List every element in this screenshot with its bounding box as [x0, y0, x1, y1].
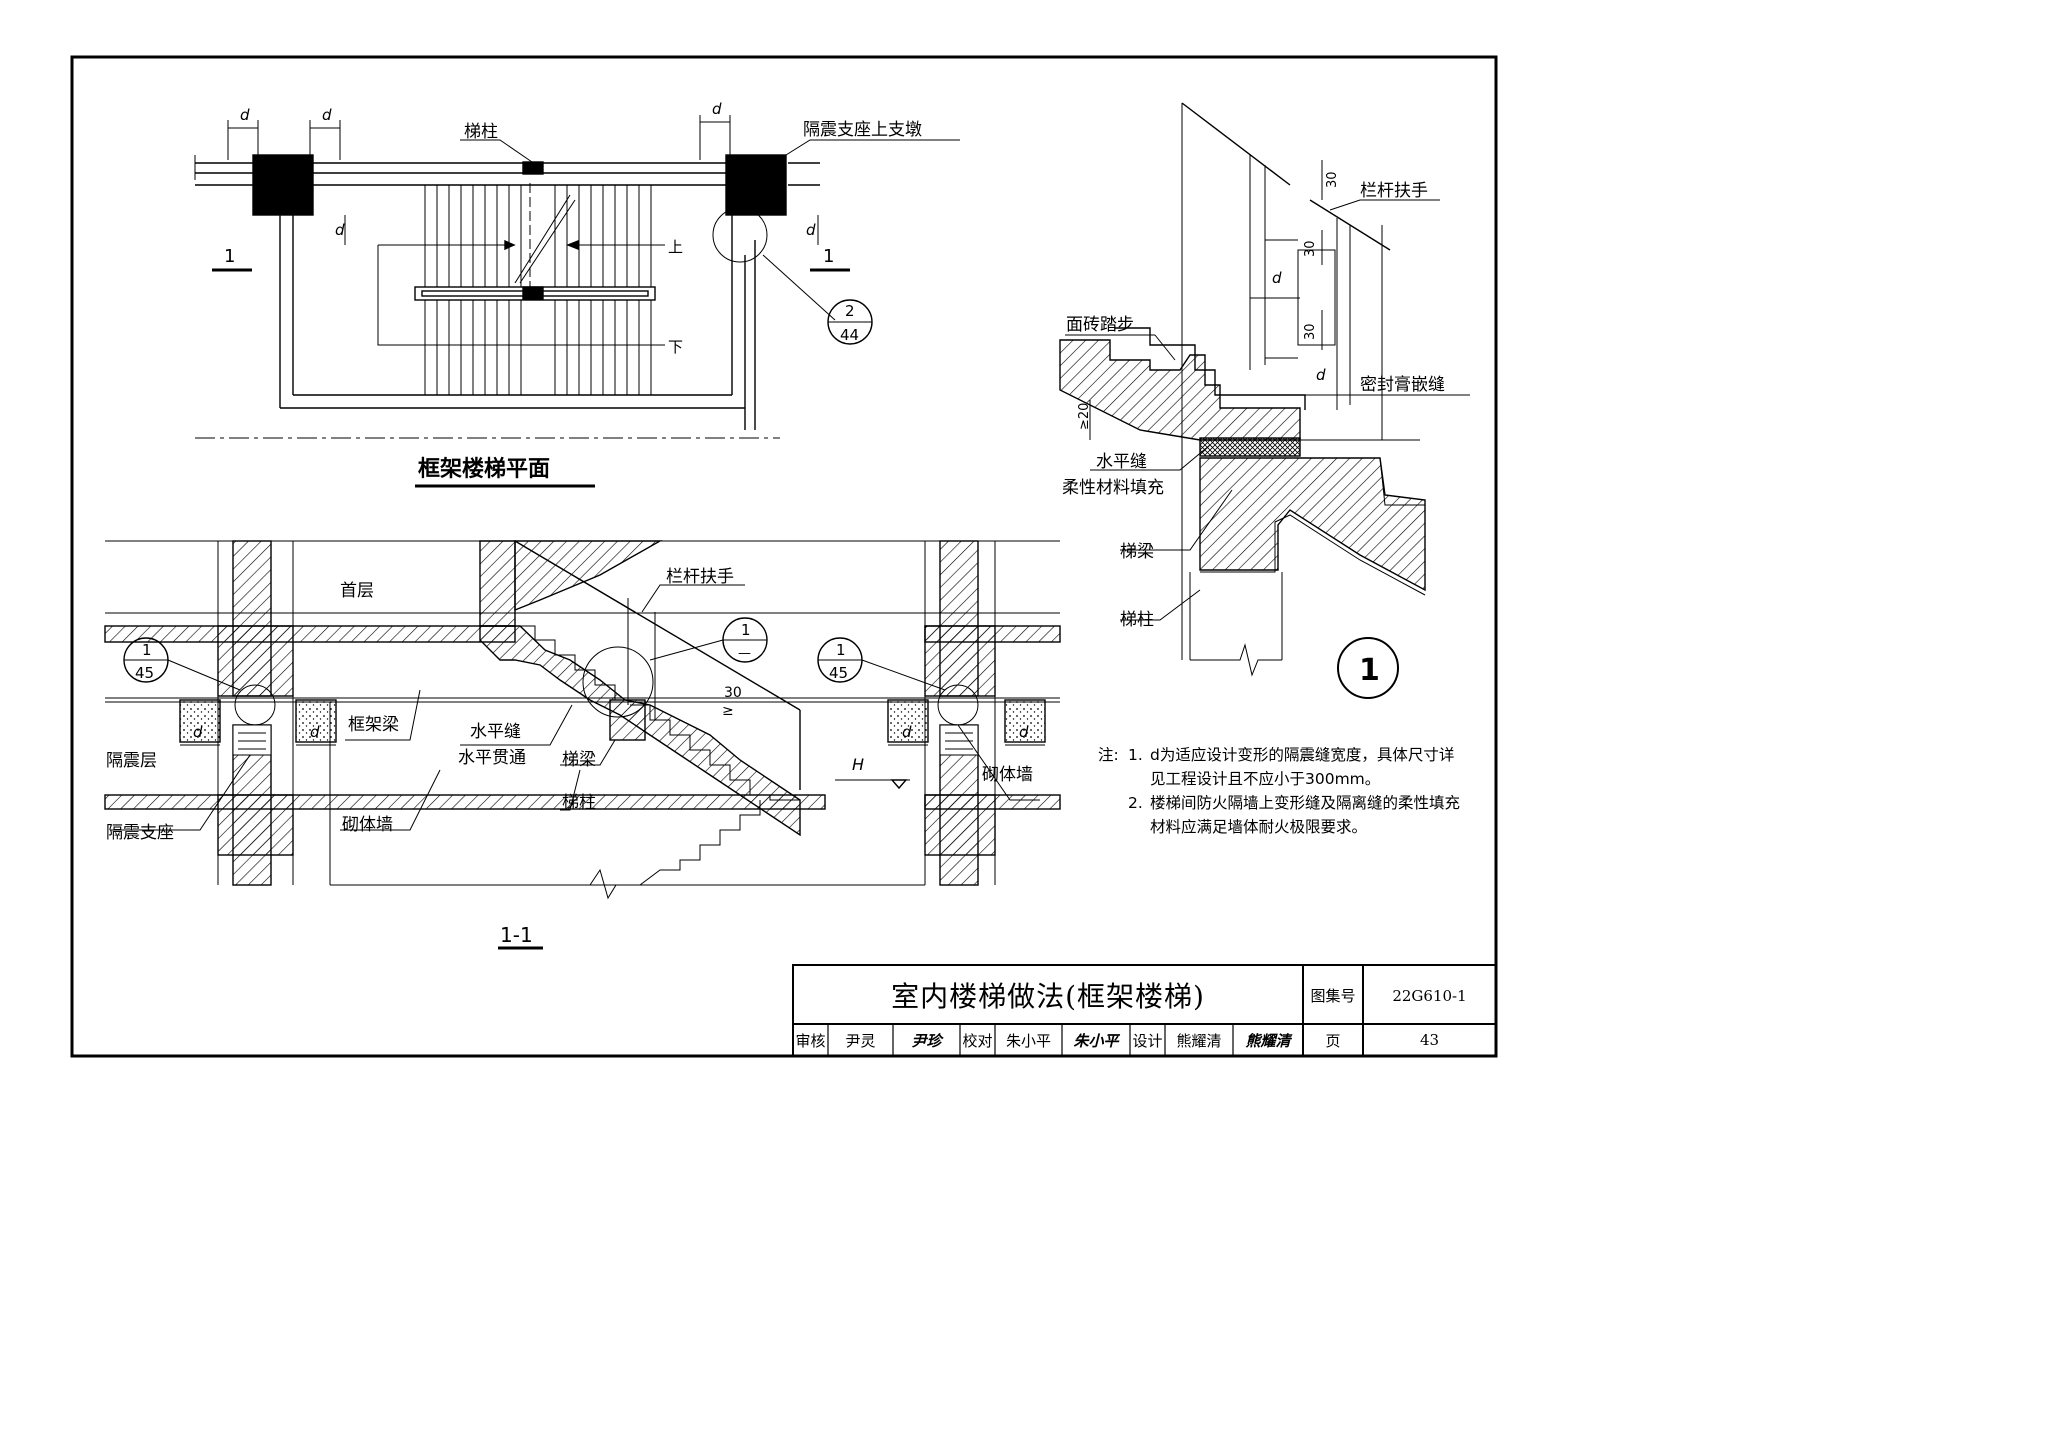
pier-right [725, 154, 787, 216]
section-label-first-floor: 首层 [340, 581, 374, 601]
plan-dim-d-3: d [712, 100, 722, 118]
note-1-num: 1. [1128, 746, 1143, 764]
section-ref-left-page: 45 [135, 664, 154, 682]
reviewer-name: 尹灵 [845, 1031, 876, 1050]
detail-label-flexible-fill: 柔性材料填充 [1062, 478, 1164, 498]
check-label: 校对 [962, 1031, 993, 1050]
notes-lead: 注: [1098, 746, 1119, 764]
detail-label-stair-beam: 梯梁 [1120, 542, 1154, 562]
plan-column-top [522, 161, 544, 175]
section-ref-left-num: 1 [142, 641, 152, 659]
plan-section-mark-right: 1 [823, 246, 834, 267]
sheet-frame [70, 55, 1498, 1058]
page-number: 43 [1419, 1031, 1440, 1049]
designer-signature: 熊耀清 [1245, 1031, 1291, 1050]
section-dim-d-3: d [902, 723, 912, 741]
drawing-sheet: d d d d d 梯柱 隔震支座上支墩 上 下 1 1 2 44 框架楼梯平面 [70, 55, 1498, 1058]
plan-dim-d-1: d [240, 106, 250, 124]
detail-dim-30-b: 30 [1303, 240, 1318, 257]
detail-dim-ge20: ≥20 [1077, 403, 1092, 430]
section-ref-right-num: 1 [836, 641, 846, 659]
section-label-horizontal-joint: 水平缝 [470, 722, 521, 742]
pier-left [252, 154, 314, 216]
detail-label-horizontal-joint: 水平缝 [1096, 452, 1147, 472]
section-label-railing: 栏杆扶手 [666, 567, 734, 587]
detail-label-stair-column: 梯柱 [1120, 610, 1154, 630]
design-label: 设计 [1132, 1031, 1163, 1050]
plan-label-column: 梯柱 [464, 122, 498, 142]
design-notes: 注: 1. d为适应设计变形的隔震缝宽度，具体尺寸详见工程设计且不应小于300m… [1098, 743, 1468, 839]
section-dim-d-4: d [1019, 723, 1029, 741]
section-label-masonry-wall-right: 砌体墙 [982, 765, 1033, 785]
plan-dim-d-4: d [335, 221, 345, 239]
checker-signature: 朱小平 [1073, 1031, 1119, 1050]
section-label-frame-beam: 框架梁 [348, 715, 399, 735]
section-ref-center-num: 1 [741, 621, 751, 639]
note-2-text: 楼梯间防火隔墙上变形缝及隔离缝的柔性填充材料应满足墙体耐火极限要求。 [1150, 794, 1461, 836]
note-1-text: d为适应设计变形的隔震缝宽度，具体尺寸详见工程设计且不应小于300mm。 [1150, 746, 1455, 788]
section-dim-d-1: d [193, 723, 203, 741]
section-ref-center-page: — [738, 646, 751, 661]
section-1-1-view [104, 540, 1061, 950]
detail-label-tile-step: 面砖踏步 [1066, 315, 1134, 335]
section-label-masonry-wall-left: 砌体墙 [342, 815, 393, 835]
review-label: 审核 [795, 1031, 826, 1050]
page-label: 页 [1325, 1031, 1341, 1050]
detail-dim-30-a: 30 [1325, 171, 1340, 188]
plan-detail-ref-page: 44 [840, 326, 859, 344]
plan-label-down: 下 [668, 338, 683, 356]
detail-dim-30-c: 30 [1303, 323, 1318, 340]
designer-name: 熊耀清 [1176, 1031, 1222, 1050]
reviewer-signature: 尹珍 [911, 1031, 942, 1050]
section-label-stair-beam: 梯梁 [562, 750, 596, 770]
section-ref-right-page: 45 [829, 664, 848, 682]
section-label-stair-column: 梯柱 [562, 793, 596, 813]
detail-dim-d-1: d [1272, 269, 1282, 287]
section-label-height: H [852, 755, 864, 774]
title-block-grid [792, 964, 1497, 1057]
drawing-title: 室内楼梯做法(框架楼梯) [891, 979, 1205, 1013]
stair-plan-view [194, 115, 960, 488]
plan-section-mark-left: 1 [224, 246, 235, 267]
plan-label-pier: 隔震支座上支墩 [803, 120, 922, 140]
detail-number: 1 [1359, 653, 1380, 688]
detail-label-sealant: 密封膏嵌缝 [1360, 374, 1445, 395]
section-label-horizontal-through: 水平贯通 [458, 748, 526, 768]
plan-label-up: 上 [668, 238, 683, 256]
checker-name: 朱小平 [1005, 1031, 1051, 1050]
plan-title: 框架楼梯平面 [418, 456, 550, 482]
detail-1-view [1059, 102, 1470, 699]
section-dim-30: 30 [724, 685, 742, 701]
plan-column-mid [522, 286, 544, 300]
detail-label-railing: 栏杆扶手 [1360, 181, 1428, 201]
atlas-label: 图集号 [1310, 987, 1356, 1005]
detail-dim-d-2: d [1316, 366, 1326, 384]
section-title: 1-1 [500, 923, 533, 947]
plan-dim-d-2: d [322, 106, 332, 124]
atlas-number: 22G610-1 [1392, 986, 1467, 1005]
section-dim-d-2: d [310, 723, 320, 741]
plan-dim-d-5: d [806, 221, 816, 239]
note-2-num: 2. [1128, 794, 1143, 812]
plan-detail-ref-num: 2 [845, 302, 855, 320]
section-label-isolation-layer: 隔震层 [106, 751, 157, 771]
section-label-isolation-bearing: 隔震支座 [106, 823, 174, 843]
section-dim-ge: ≥ [722, 703, 734, 719]
